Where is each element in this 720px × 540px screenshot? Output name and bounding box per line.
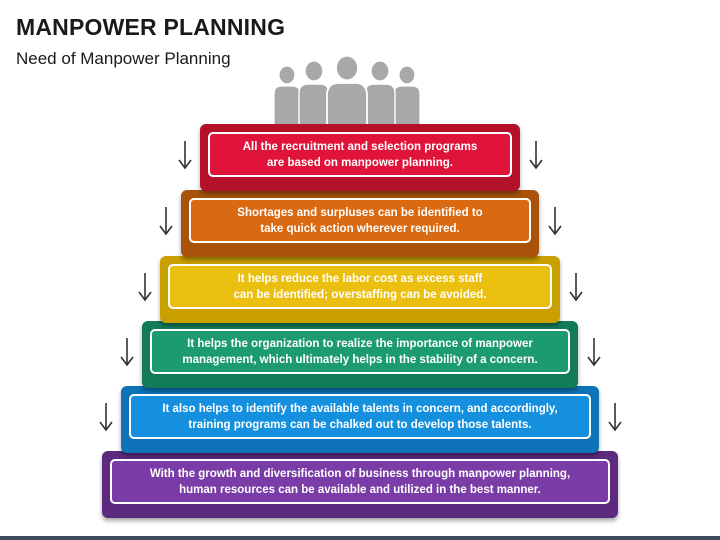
step-3: It helps reduce the labor cost as excess… — [160, 256, 560, 323]
step-3-text: It helps reduce the labor cost as excess… — [233, 271, 486, 303]
arrow-down-icon — [120, 338, 134, 367]
step-1-line-1: All the recruitment and selection progra… — [242, 140, 478, 153]
step-2-panel: Shortages and surpluses can be identifie… — [189, 198, 531, 243]
step-5: It also helps to identify the available … — [121, 386, 599, 453]
step-4-panel: It helps the organization to realize the… — [150, 329, 570, 374]
step-5-line-1: It also helps to identify the available … — [162, 402, 558, 415]
arrow-down-icon — [569, 273, 583, 302]
step-2-line-1: Shortages and surpluses can be identifie… — [237, 206, 483, 219]
arrow-down-icon — [138, 273, 152, 302]
step-6: With the growth and diversification of b… — [102, 451, 618, 518]
step-3-panel: It helps reduce the labor cost as excess… — [168, 264, 552, 309]
step-4-text: It helps the organization to realize the… — [182, 336, 537, 368]
step-1: All the recruitment and selection progra… — [200, 124, 520, 191]
step-2: Shortages and surpluses can be identifie… — [181, 190, 539, 257]
step-1-text: All the recruitment and selection progra… — [243, 139, 478, 171]
step-1-panel: All the recruitment and selection progra… — [208, 132, 512, 177]
step-3-line-1: It helps reduce the labor cost as excess… — [237, 272, 483, 285]
step-6-line-1: With the growth and diversification of b… — [149, 467, 571, 480]
step-6-line-2: human resources can be available and uti… — [179, 483, 541, 496]
arrow-down-icon — [159, 207, 173, 236]
step-3-line-2: can be identified; overstaffing can be a… — [233, 288, 487, 301]
step-4-line-2: management, which ultimately helps in th… — [182, 353, 538, 366]
arrow-down-icon — [608, 403, 622, 432]
step-6-panel: With the growth and diversification of b… — [110, 459, 610, 504]
step-6-text: With the growth and diversification of b… — [150, 466, 570, 498]
step-2-text: Shortages and surpluses can be identifie… — [237, 205, 482, 237]
bottom-bar — [0, 536, 720, 540]
arrow-down-icon — [529, 141, 543, 170]
slide-subtitle: Need of Manpower Planning — [16, 49, 231, 68]
slide-title: MANPOWER PLANNING — [16, 14, 286, 40]
step-4: It helps the organization to realize the… — [142, 321, 578, 388]
step-5-text: It also helps to identify the available … — [162, 401, 557, 433]
step-1-line-2: are based on manpower planning. — [267, 156, 453, 169]
step-5-line-2: training programs can be chalked out to … — [188, 418, 532, 431]
step-4-line-1: It helps the organization to realize the… — [187, 337, 533, 350]
step-2-line-2: take quick action wherever required. — [260, 222, 460, 235]
arrow-down-icon — [587, 338, 601, 367]
arrow-down-icon — [99, 403, 113, 432]
arrow-down-icon — [548, 207, 562, 236]
arrow-down-icon — [178, 141, 192, 170]
step-5-panel: It also helps to identify the available … — [129, 394, 591, 439]
